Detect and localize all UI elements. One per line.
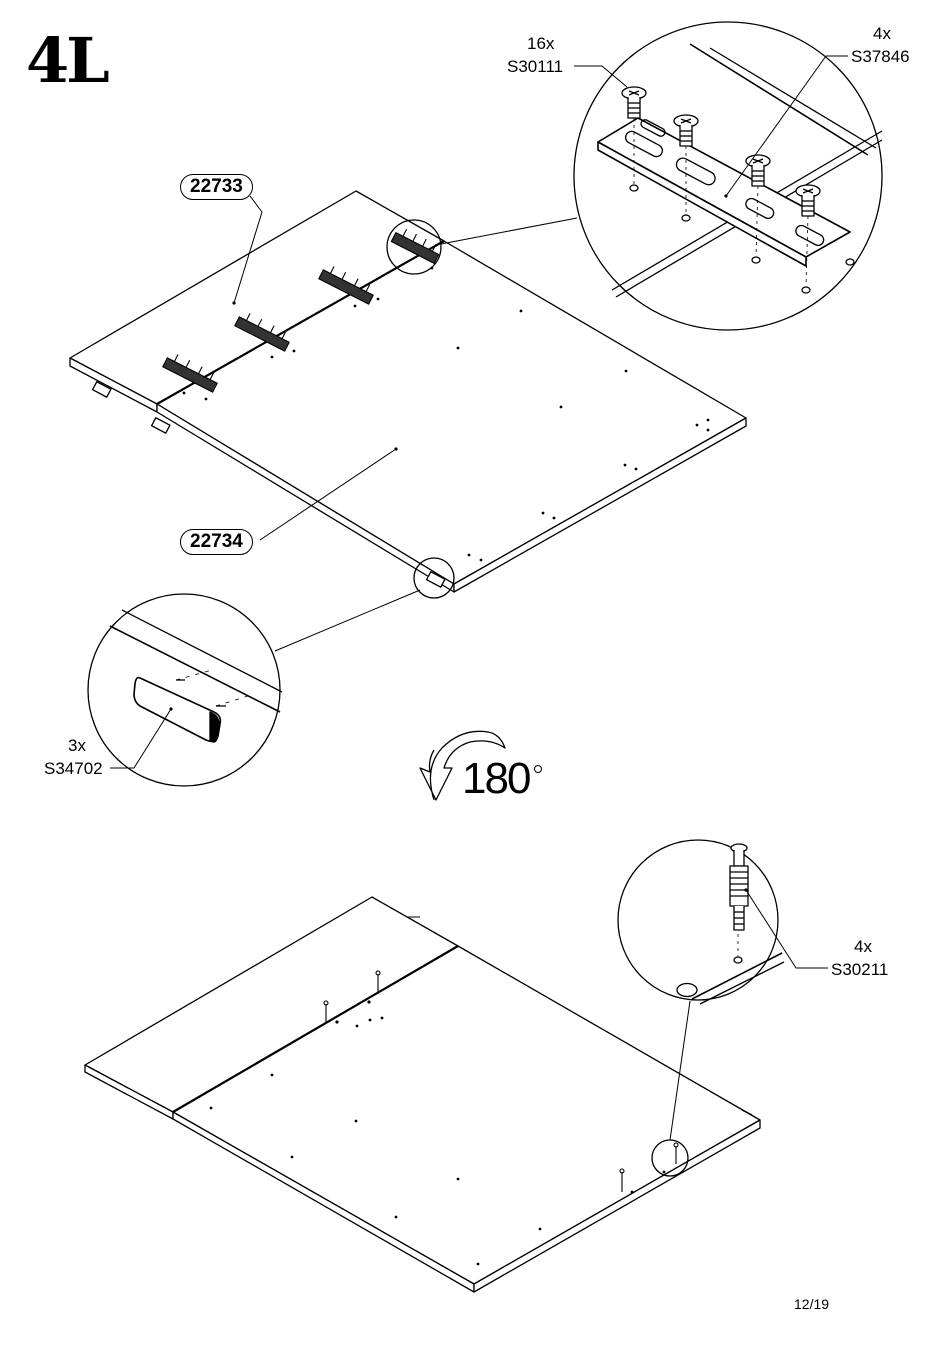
- rotation-angle: 180: [462, 754, 531, 803]
- detail-cap-circle: [87, 593, 281, 787]
- panel-holes: [182, 266, 710, 562]
- connector-plates: [162, 228, 440, 393]
- leader-cap: [110, 708, 172, 769]
- connector-plate-icon: [234, 313, 290, 352]
- part-label-22733: 22733: [180, 174, 253, 200]
- cap-icon: [150, 417, 171, 434]
- screw-icon: [673, 114, 699, 147]
- cap-icon: [133, 676, 226, 743]
- detail-marker-plate: [386, 219, 442, 275]
- detail-plate: [573, 21, 883, 331]
- plate-code: S37846: [851, 47, 910, 66]
- cap-icon: [425, 571, 446, 588]
- panel-22734-side-edge: [453, 417, 747, 593]
- plate-quantity: 4x: [873, 24, 891, 43]
- bolt-icon: [323, 970, 679, 1192]
- detail-bolt: [617, 839, 785, 1005]
- zoom-line-cap: [274, 589, 421, 652]
- bolt-code: S30211: [831, 960, 889, 979]
- detail-bolt-circle: [617, 839, 779, 1001]
- bottom-panel-holes: [209, 1000, 666, 1266]
- part-label-22734: 22734: [180, 529, 253, 555]
- screw-icon: [795, 184, 821, 217]
- detail-cap: [87, 593, 283, 787]
- bottom-panel-assembly: [84, 896, 761, 1293]
- cap-quantity: 3x: [68, 736, 86, 755]
- leader-22733: [233, 195, 263, 304]
- screw-icon: [621, 86, 647, 119]
- connector-plate-icon: [162, 354, 218, 393]
- leader-22734: [259, 448, 397, 541]
- rotate-arrow-icon: [419, 730, 506, 801]
- connector-plate-icon: [318, 266, 374, 305]
- leader-screw: [574, 65, 628, 88]
- bottom-panel-seam: [172, 945, 459, 1113]
- zoom-line-bolt: [669, 1000, 691, 1141]
- step-number: 4L: [26, 24, 110, 97]
- screw-code: S30111: [507, 57, 564, 76]
- screw-icon: [745, 154, 771, 187]
- cap-code: S34702: [44, 759, 103, 778]
- page-number: 12/19: [794, 1296, 830, 1312]
- bolt-quantity: 4x: [854, 937, 872, 956]
- zoom-line-plate: [440, 217, 578, 245]
- leader-plate: [725, 55, 848, 197]
- top-panel-assembly: [69, 190, 747, 599]
- leader-bolt: [745, 889, 828, 969]
- cap-icon: [91, 381, 112, 398]
- connector-plate-icon: [390, 228, 440, 264]
- bolt-icon: [729, 843, 749, 931]
- screw-quantity: 16x: [527, 34, 555, 53]
- detail-marker-cap: [413, 557, 455, 599]
- degree-icon: [534, 765, 542, 773]
